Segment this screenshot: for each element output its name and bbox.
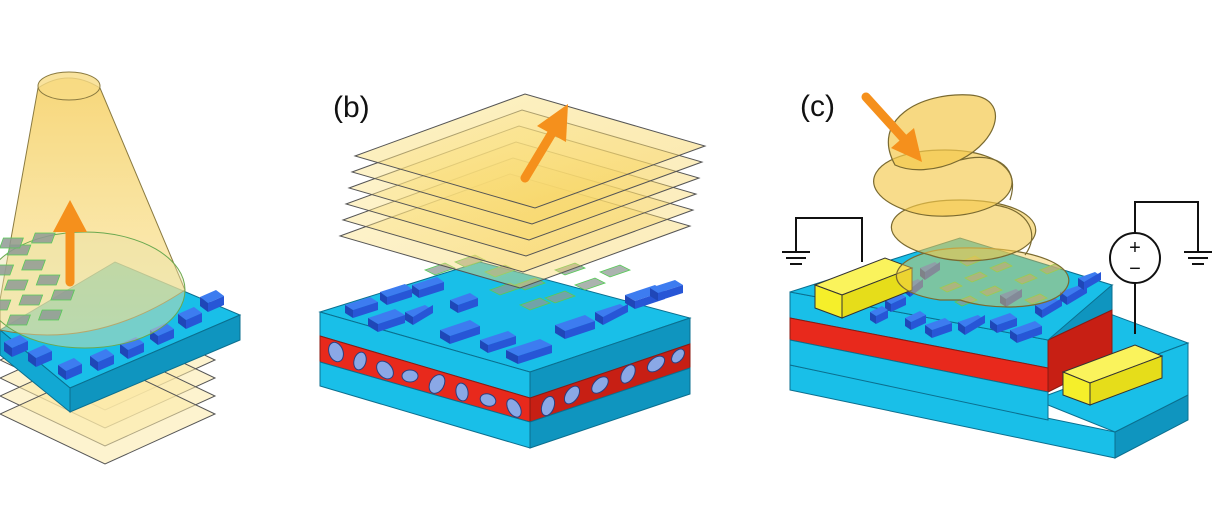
nanostructure — [405, 305, 433, 325]
panel-label-c: (c) — [800, 90, 835, 123]
nanostructure — [1000, 289, 1022, 307]
nanostructure — [1035, 298, 1062, 318]
arrow-icon — [861, 92, 922, 162]
voltage-source-icon: + − — [1109, 232, 1161, 284]
ground-icon — [782, 251, 810, 265]
nanostructure — [885, 293, 906, 312]
nanostructure — [58, 358, 82, 380]
nanostructure — [650, 280, 683, 301]
panel-b: (b) — [318, 91, 707, 449]
panel-c: (c) — [782, 90, 1212, 459]
panel-c-helical-beam — [873, 94, 1070, 308]
nanostructure — [506, 339, 552, 364]
panel-c-circuit-left — [782, 217, 863, 265]
panel-c-nanostructures — [870, 262, 1101, 343]
nanostructure — [120, 337, 144, 359]
source-plus-label: + — [1129, 237, 1141, 259]
panel-b-inclusions — [328, 341, 685, 418]
panel-c-circuit-right — [1134, 201, 1212, 334]
panel-a — [0, 71, 242, 465]
panel-c-electrode-left — [813, 257, 914, 319]
nanostructure — [450, 293, 478, 313]
nanostructure — [345, 297, 378, 318]
panel-label-b: (b) — [333, 91, 370, 124]
nanostructure — [440, 320, 480, 344]
nanostructure — [920, 262, 940, 280]
source-minus-label: − — [1129, 258, 1141, 280]
nanostructure — [368, 309, 405, 332]
nanostructure — [90, 349, 114, 371]
nanostructure — [4, 335, 28, 357]
panel-a-nanostructures — [4, 290, 224, 380]
arrow-icon — [53, 200, 87, 287]
arrow-icon — [520, 104, 568, 183]
ground-icon — [1184, 251, 1212, 265]
nanostructure — [178, 307, 202, 329]
panel-a-grid-pattern — [0, 232, 75, 326]
nanostructure — [905, 311, 926, 330]
panel-b-wave-sheets — [338, 93, 707, 289]
nanostructure — [1078, 272, 1101, 290]
nanostructure — [28, 345, 52, 367]
nanostructure — [1060, 285, 1087, 305]
panel-c-electrode-right — [1061, 344, 1164, 406]
nanostructure — [958, 315, 985, 335]
nanostructure — [925, 318, 952, 338]
nanostructure — [200, 290, 224, 312]
nanostructure — [870, 306, 888, 324]
panel-a-light-cone — [0, 71, 186, 349]
nanostructure — [380, 284, 412, 305]
nanostructure — [150, 323, 174, 345]
nanostructure — [990, 313, 1017, 333]
nanostructure — [412, 277, 444, 298]
nanostructure — [595, 304, 628, 325]
nanostructure — [555, 315, 595, 339]
panel-c-grid-pattern — [939, 255, 1063, 307]
nanostructure — [480, 331, 516, 353]
nanostructure — [1010, 321, 1042, 343]
panel-b-nanostructures — [345, 277, 683, 364]
